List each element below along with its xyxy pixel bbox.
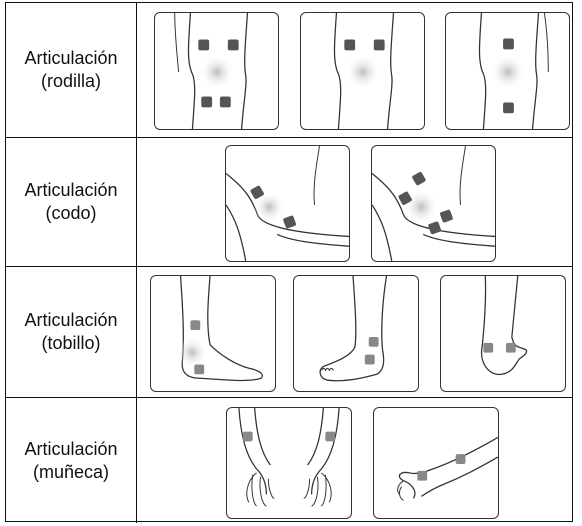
electrode-pad-icon [243, 432, 253, 442]
row-subtitle: (muñeca) [33, 461, 109, 484]
row-title: Articulación [24, 309, 117, 332]
row-label-wrist: Articulación (muñeca) [6, 398, 137, 523]
electrode-pad-icon [417, 471, 427, 481]
electrode-pad-icon [374, 40, 385, 51]
elbow-illustrations [137, 138, 572, 266]
ankle-illustration-2 [293, 275, 419, 392]
electrode-pad-icon [369, 337, 379, 347]
row-label-elbow: Articulación (codo) [6, 138, 137, 266]
row-subtitle: (rodilla) [41, 70, 101, 93]
electrode-pad-icon [198, 40, 209, 51]
electrode-pad-icon [483, 343, 493, 353]
row-elbow: Articulación (codo) [6, 138, 572, 267]
electrode-pad-icon [428, 221, 442, 235]
ankle-illustrations [137, 267, 572, 397]
electrode-pad-icon [506, 343, 516, 353]
electrode-pad-icon [228, 40, 239, 51]
knee-illustration-1 [154, 12, 279, 130]
row-label-knee: Articulación (rodilla) [6, 3, 137, 137]
ankle-illustration-1 [150, 275, 276, 392]
electrode-pad-icon [220, 97, 231, 108]
electrode-pad-icon [283, 215, 297, 229]
wrist-illustration-2 [373, 407, 499, 519]
row-knee: Articulación (rodilla) [6, 3, 572, 138]
elbow-illustration-2 [371, 145, 496, 262]
knee-illustrations [137, 3, 572, 137]
row-title: Articulación [24, 47, 117, 70]
electrode-pad-icon [365, 355, 375, 365]
row-title: Articulación [24, 179, 117, 202]
electrode-pad-icon [190, 320, 200, 330]
electrode-pad-icon [439, 209, 453, 223]
electrode-pad-icon [503, 102, 514, 113]
knee-illustration-2 [300, 12, 425, 130]
electrode-pad-icon [194, 364, 204, 374]
row-wrist: Articulación (muñeca) [6, 398, 572, 523]
wrist-illustrations [137, 398, 572, 523]
row-ankle: Articulación (tobillo) [6, 267, 572, 398]
electrode-pad-icon [503, 39, 514, 50]
electrode-pad-icon [201, 97, 212, 108]
row-subtitle: (codo) [45, 202, 96, 225]
knee-illustration-3 [445, 12, 570, 130]
electrode-pad-icon [325, 432, 335, 442]
wrist-illustration-1 [226, 407, 352, 519]
electrode-pad-icon [412, 171, 427, 186]
electrode-pad-icon [344, 40, 355, 51]
row-label-ankle: Articulación (tobillo) [6, 267, 137, 397]
ankle-illustration-3 [440, 275, 566, 392]
row-title: Articulación [24, 438, 117, 461]
row-subtitle: (tobillo) [41, 332, 100, 355]
elbow-illustration-1 [225, 145, 350, 262]
electrode-pad-icon [456, 454, 466, 464]
electrode-placement-table: Articulación (rodilla) [5, 2, 573, 522]
